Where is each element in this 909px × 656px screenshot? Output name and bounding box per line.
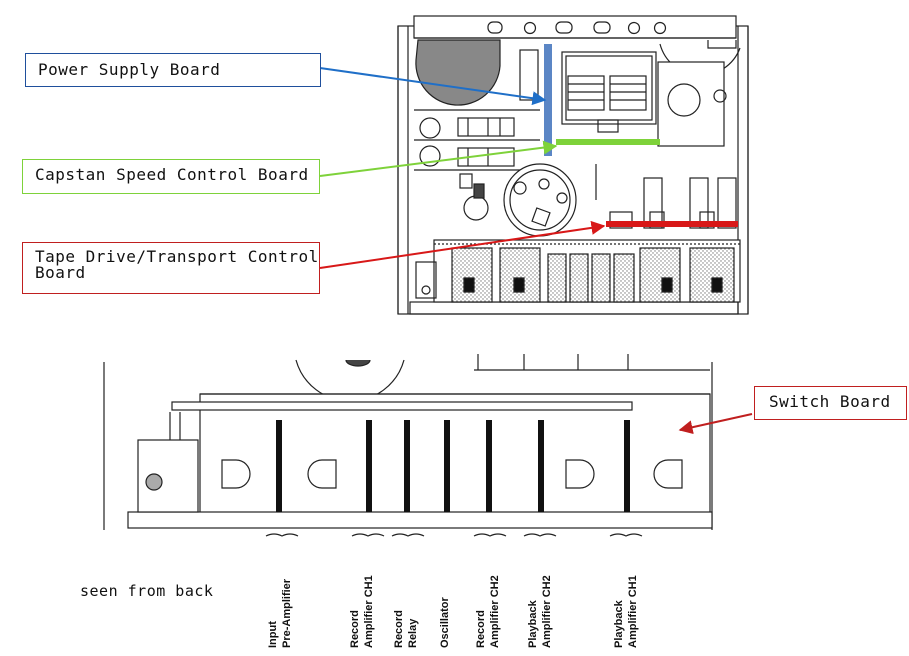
slot-record-amp-ch2 (486, 420, 492, 512)
slot-record-relay (404, 420, 410, 512)
connector-slots (276, 420, 630, 512)
capstan-arrow (319, 140, 558, 177)
power-supply-board-marker (544, 44, 552, 156)
tape-drive-callout: Tape Drive/Transport Control Board (22, 242, 320, 294)
slot-oscillator (444, 420, 450, 512)
slot-input-preamp (276, 420, 282, 512)
tape-drive-label-line1: Tape Drive/Transport Control (35, 247, 319, 266)
slot-playback-amp-ch1 (624, 420, 630, 512)
tape-drive-label-line2: Board (35, 263, 86, 282)
power-supply-callout: Power Supply Board (25, 53, 321, 87)
switch-board-arrow (678, 413, 753, 435)
capstan-callout: Capstan Speed Control Board (22, 159, 320, 194)
power-supply-arrow (319, 67, 547, 106)
power-supply-label: Power Supply Board (38, 60, 221, 79)
slot-record-amp-ch1 (366, 420, 372, 512)
switch-board-label: Switch Board (769, 392, 891, 411)
view-caption: seen from back (80, 582, 214, 600)
capstan-label: Capstan Speed Control Board (35, 165, 309, 184)
top-chassis-view (397, 15, 749, 315)
switch-board-callout: Switch Board (754, 386, 907, 420)
slot-playback-amp-ch2 (538, 420, 544, 512)
tape-drive-arrow (319, 220, 606, 269)
